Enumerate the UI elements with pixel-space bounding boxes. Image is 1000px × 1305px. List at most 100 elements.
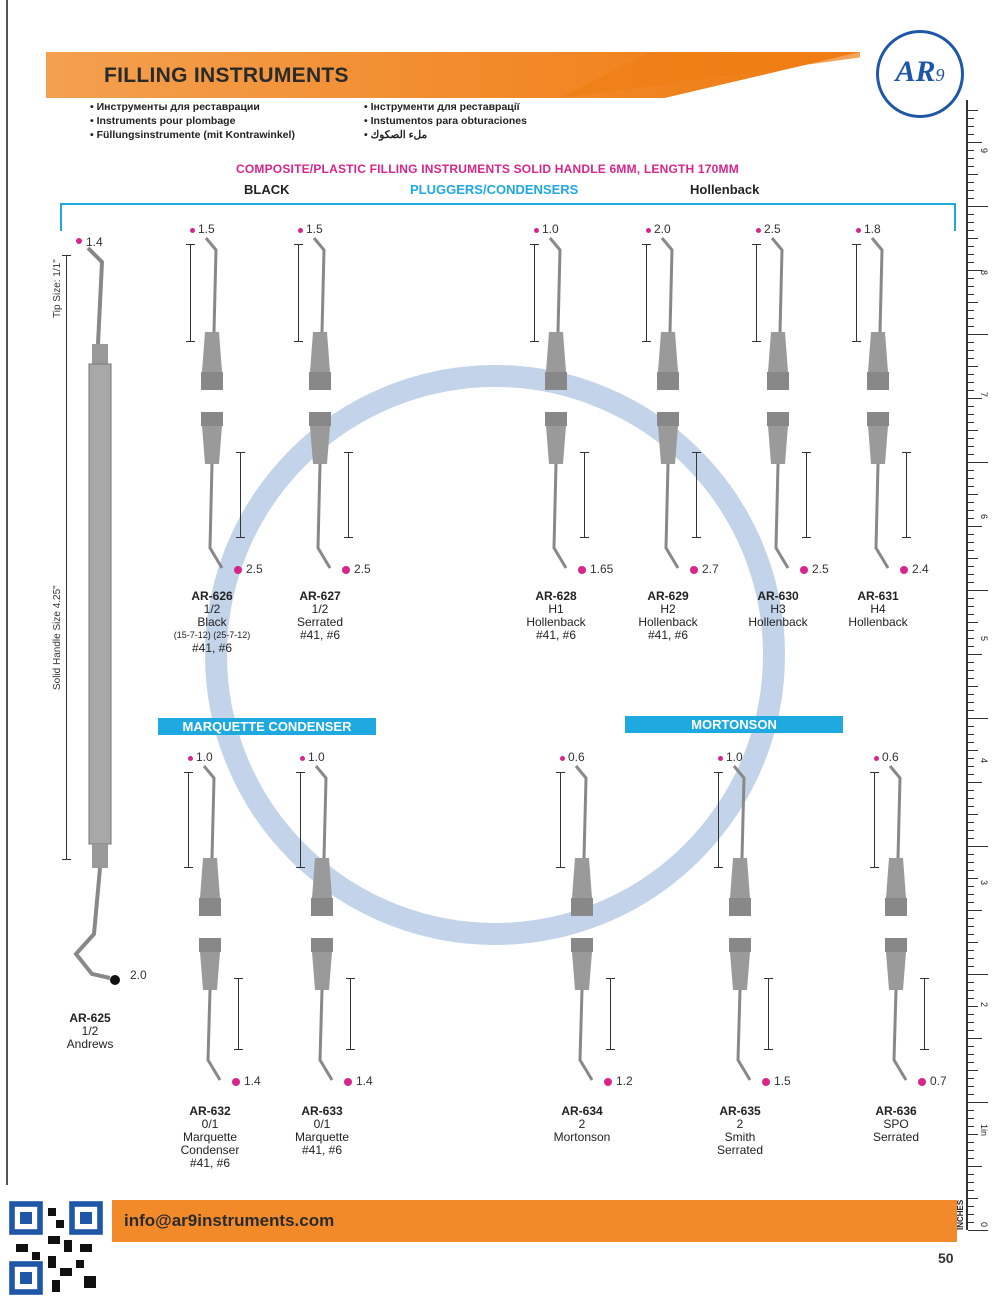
language-item: Instruments pour plombage	[90, 114, 295, 128]
ruler-tick	[968, 518, 974, 519]
ruler-tick	[968, 566, 974, 567]
ruler-tick	[968, 1126, 974, 1127]
tip-marker-bottom	[578, 566, 586, 574]
tip-size-top: 1.4	[86, 235, 103, 249]
ruler-tick	[968, 782, 982, 783]
ruler-tick	[968, 134, 974, 135]
ruler-tick	[968, 246, 974, 247]
ruler-number: 4	[979, 758, 989, 764]
ruler-tick	[968, 326, 974, 327]
ruler-number: 1in	[979, 1124, 989, 1137]
ruler-tick	[968, 686, 978, 687]
ruler-tick	[968, 894, 974, 895]
ruler-tick	[968, 638, 974, 639]
ruler-tick	[968, 470, 974, 471]
qr-code-icon[interactable]	[8, 1200, 104, 1296]
footer-email[interactable]: info@ar9instruments.com	[124, 1211, 335, 1230]
ruler-tick	[968, 838, 974, 839]
caption-ar-625: AR-625 1/2 Andrews	[66, 1011, 114, 1051]
ruler-tick	[968, 1182, 974, 1183]
ruler-tick	[968, 726, 974, 727]
ruler-tick	[968, 1222, 974, 1223]
tip-marker	[190, 228, 195, 233]
ruler-number: 3	[979, 880, 989, 886]
ruler-tick	[968, 486, 974, 487]
ruler-tick	[968, 110, 978, 111]
ruler-tick	[968, 774, 974, 775]
ruler-tick	[968, 190, 974, 191]
instrument-size: H3	[770, 602, 786, 616]
tip-size-bottom: 1.4	[244, 1074, 261, 1088]
ruler-tick	[968, 366, 978, 367]
ruler-tick	[968, 126, 974, 127]
ruler-tick	[968, 206, 988, 207]
instrument-size: 0/1	[313, 1117, 331, 1131]
ruler-tick	[968, 182, 974, 183]
ruler-tick	[968, 750, 978, 751]
ruler-tick	[968, 734, 974, 735]
tip-marker-bottom	[918, 1078, 926, 1086]
instrument-code: AR-629	[647, 589, 689, 603]
ruler-tick	[968, 1150, 974, 1151]
ruler-tick	[968, 622, 978, 623]
instrument-working-end-top	[867, 237, 889, 390]
ruler-tick	[968, 1086, 974, 1087]
dimension-line	[764, 978, 773, 1050]
ruler-tick	[968, 1078, 974, 1079]
ruler-tick	[968, 854, 974, 855]
group-bracket	[60, 203, 956, 231]
instrument-name: Hollenback	[638, 615, 698, 629]
ruler-number: 2	[979, 1002, 989, 1008]
instrument-ref: #41, #6	[191, 641, 233, 655]
instrument-working-end-bottom	[311, 938, 334, 1081]
ruler-tick	[968, 1046, 974, 1047]
instrument-code: AR-634	[561, 1104, 603, 1118]
instrument-name: Marquette	[182, 1130, 238, 1144]
tip-marker-bottom	[690, 566, 698, 574]
instrument-working-end-bottom	[201, 412, 224, 569]
ruler-tick	[968, 222, 974, 223]
ruler-number: 5	[979, 636, 989, 642]
ruler-tick	[968, 814, 978, 815]
instrument-working-end-bottom	[199, 938, 222, 1081]
ruler-tick	[968, 1030, 974, 1031]
instrument-size: 0/1	[201, 1117, 219, 1131]
ruler-tick	[968, 1006, 978, 1007]
category-hollenback: Hollenback	[690, 182, 760, 197]
dimension-line	[530, 244, 539, 342]
ruler-tick	[968, 614, 974, 615]
ruler-tick	[968, 510, 974, 511]
ruler-tick	[968, 438, 974, 439]
ruler-tick	[968, 1142, 974, 1143]
ruler-tick	[968, 174, 978, 175]
ruler-tick	[968, 758, 974, 759]
dimension-line	[186, 244, 195, 342]
ruler-tick	[968, 1230, 988, 1231]
logo-text: AR9	[895, 55, 945, 88]
ruler-tick	[968, 982, 974, 983]
page-title: FILLING INSTRUMENTS	[104, 64, 349, 87]
dimension-line	[556, 772, 565, 868]
ruler-tick	[968, 1102, 988, 1103]
ruler-tick	[968, 846, 988, 847]
instrument-working-end-bottom	[767, 412, 790, 569]
category-black: BLACK	[244, 182, 290, 197]
instrument-name: Serrated	[296, 615, 344, 629]
ruler-tick	[968, 878, 978, 879]
tip-marker	[188, 756, 193, 761]
instrument-size: H4	[870, 602, 886, 616]
ruler-tick	[968, 862, 974, 863]
ruler-tick	[968, 454, 974, 455]
ruler-tick	[968, 990, 974, 991]
ruler-tick	[968, 678, 974, 679]
instrument-name: Hollenback	[748, 615, 808, 629]
tip-size-bottom: 2.4	[912, 562, 929, 576]
tip-marker	[756, 228, 761, 233]
category-pluggers: PLUGGERS/CONDENSERS	[410, 182, 579, 197]
inch-ruler	[966, 100, 988, 1231]
